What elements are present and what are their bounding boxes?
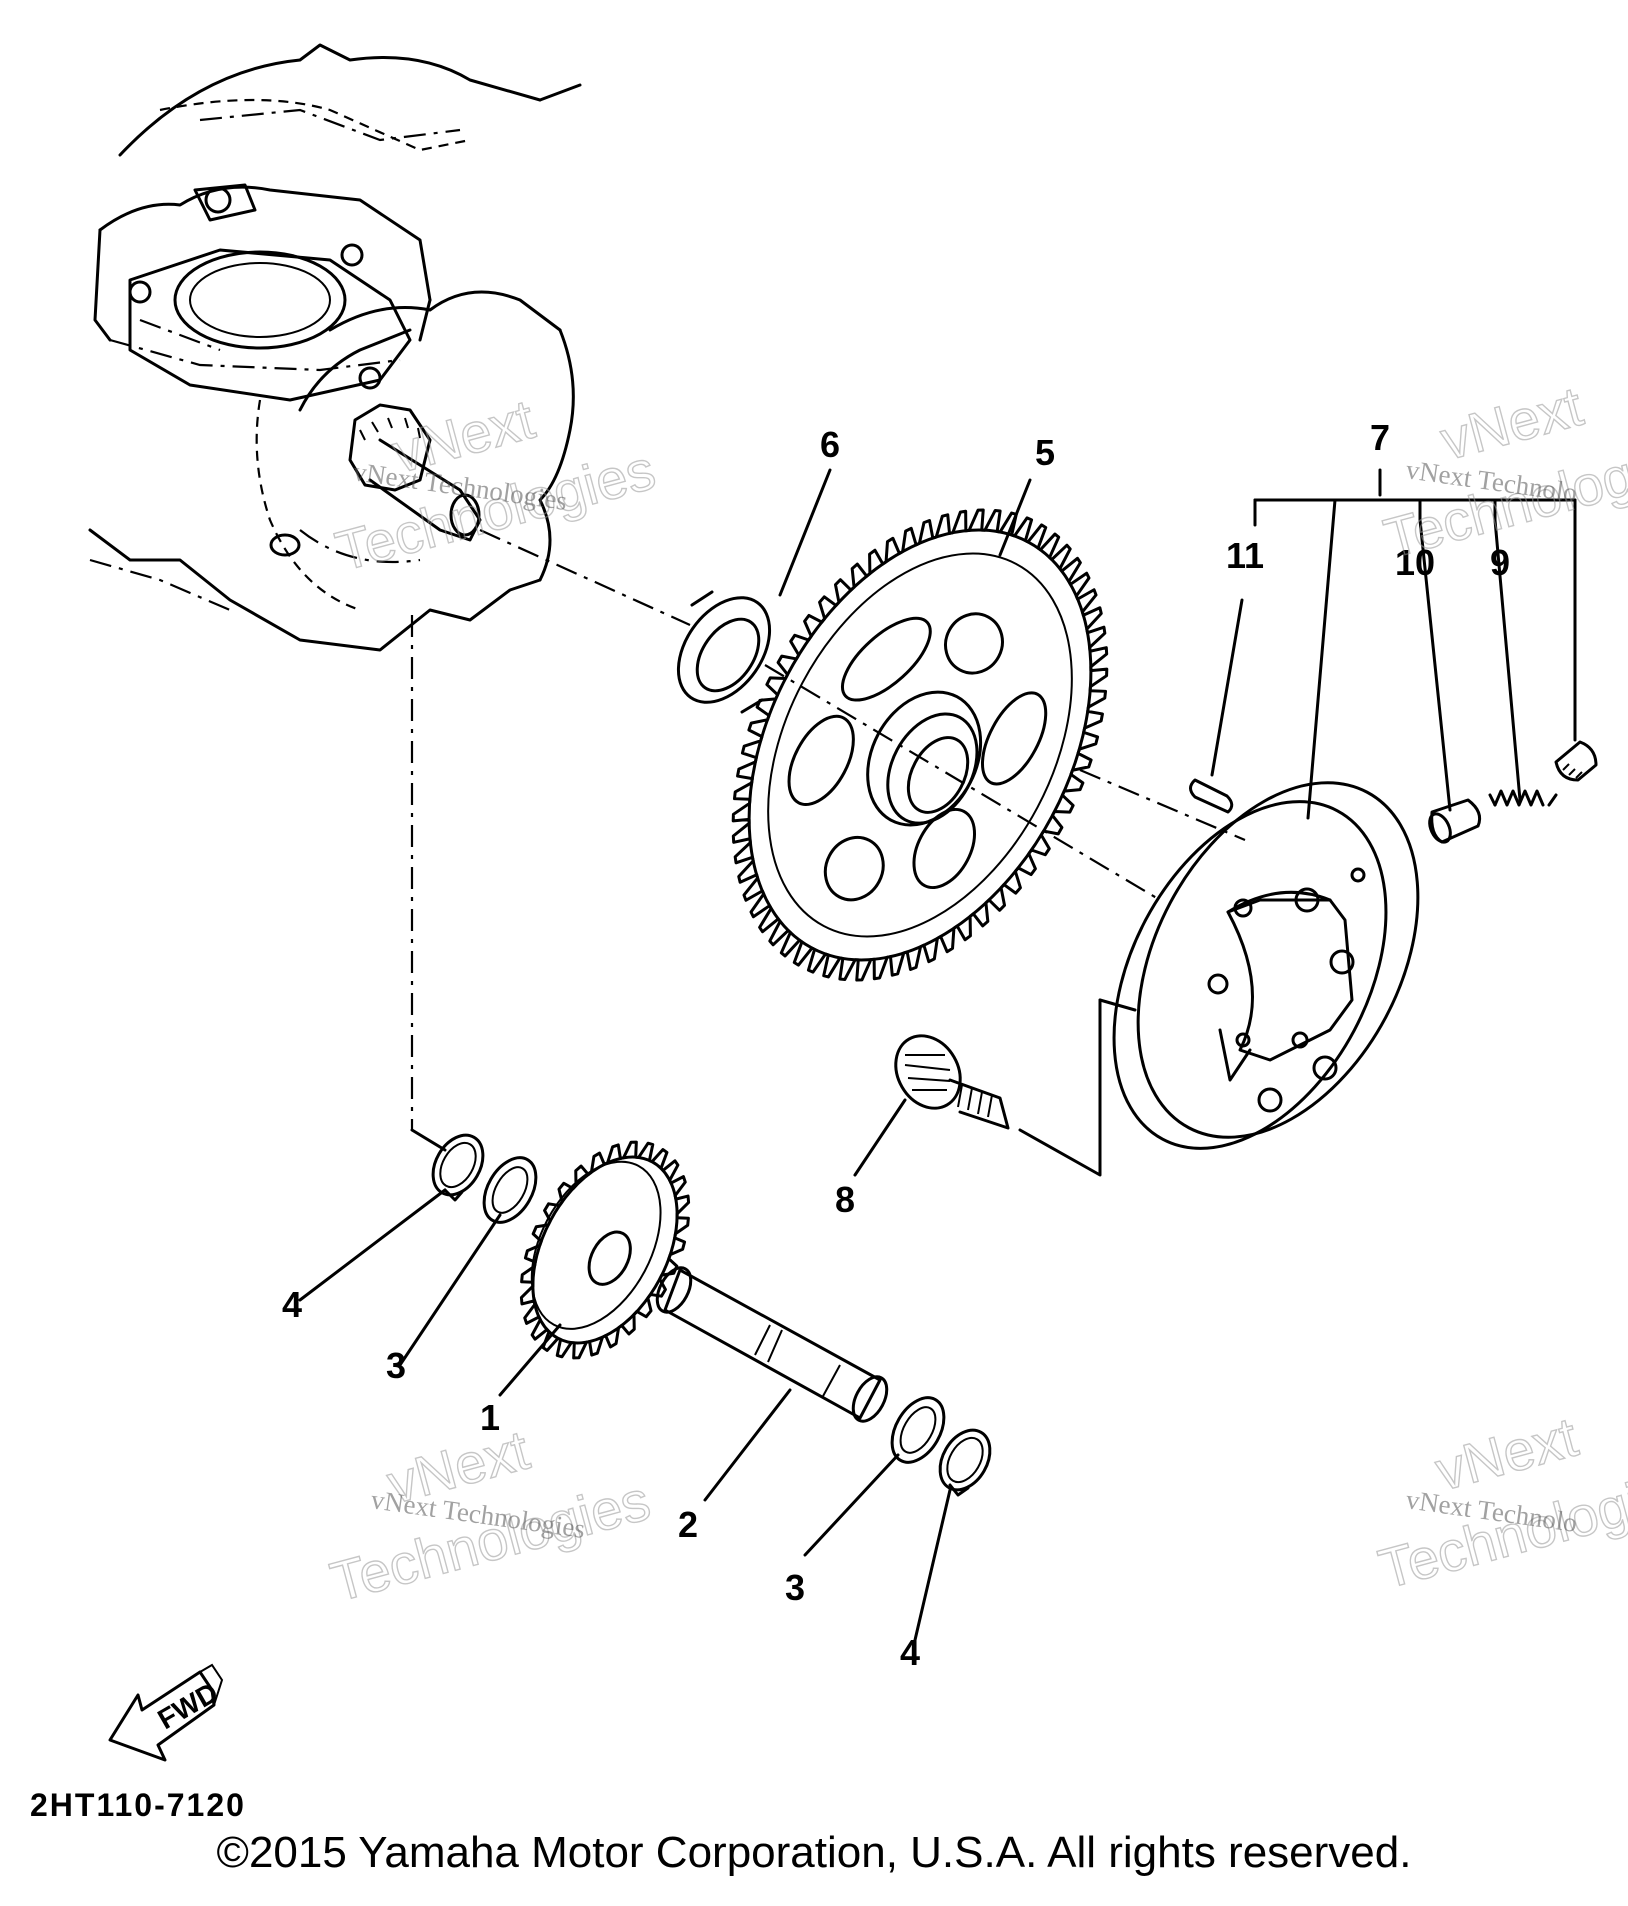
circlip-4-upper (431, 1133, 485, 1202)
callout-9: 10 (1395, 542, 1435, 583)
callout-7: 7 (1370, 417, 1390, 458)
watermark-big-3: vNext (1434, 374, 1589, 472)
starter-wheel-gear-5 (731, 508, 1109, 982)
callout-11: 8 (835, 1179, 855, 1220)
callout-4-upper: 4 (282, 1284, 302, 1325)
callout-8: 9 (1490, 542, 1510, 583)
engine-case-outline (88, 43, 582, 652)
callout-6: 6 (820, 424, 840, 465)
part-code: 2HT110-7120 (30, 1787, 246, 1823)
cylinder-gasket (128, 183, 412, 402)
callout-3-upper: 3 (386, 1345, 406, 1386)
fwd-label: FWD (153, 1676, 224, 1735)
spring-8 (1488, 789, 1558, 807)
washer-3-upper (482, 1156, 538, 1224)
copyright-notice: ©2015 Yamaha Motor Corporation, U.S.A. A… (216, 1828, 1412, 1877)
callout-2: 2 (678, 1504, 698, 1545)
leader-lines (298, 468, 1577, 1642)
starter-clutch-7 (1112, 781, 1420, 1150)
idler-gear-1 (519, 1140, 691, 1360)
shaft-2 (655, 1266, 889, 1423)
roller-10 (1189, 778, 1234, 814)
circlip-4-lower (938, 1428, 992, 1497)
crankshaft-end (269, 403, 482, 557)
bolt-11 (894, 1034, 1010, 1130)
callout-10: 11 (1226, 535, 1264, 576)
cap-screw (1554, 740, 1598, 782)
plunger-9 (1428, 798, 1482, 844)
watermarks: vNext Technologies vNext Technologies vN… (323, 373, 1628, 1614)
callout-1: 1 (480, 1397, 500, 1438)
watermark-big-7: vNext (1429, 1405, 1584, 1503)
callout-labels: 6 5 7 11 10 9 8 4 3 1 2 3 4 (282, 417, 1510, 1673)
washer-3-lower (890, 1396, 946, 1464)
callout-5: 5 (1035, 432, 1055, 473)
callout-3-lower: 3 (785, 1567, 805, 1608)
callout-4-lower: 4 (900, 1632, 920, 1673)
fwd-arrow-icon: FWD (108, 1663, 224, 1762)
